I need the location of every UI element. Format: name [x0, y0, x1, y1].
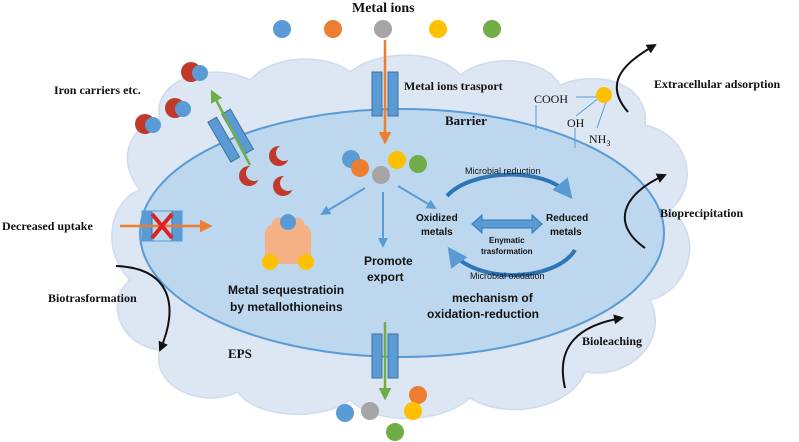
transport-channel-top	[371, 40, 399, 145]
mechanism-label-1: mechanism of	[452, 291, 534, 305]
arrow-to-sequestration	[320, 187, 366, 216]
arrow-to-redox	[397, 185, 437, 210]
adsorption-arrow	[615, 43, 657, 113]
biotransformation-label: Biotrasformation	[48, 291, 137, 305]
bioprecipitation-arrow	[624, 173, 667, 249]
enzymatic-label-1: Enymatic	[489, 236, 525, 245]
eps-label: EPS	[228, 346, 252, 361]
metal-ions-label: Metal ions	[352, 1, 415, 16]
promote-label-1: Promote	[364, 254, 413, 268]
bioprecipitation-label: Bioprecipitation	[660, 206, 743, 220]
oxidized-label-1: Oxidized	[416, 213, 458, 224]
iron-carriers-inside	[239, 145, 296, 196]
microbial-reduction-label: Microbial reduction	[465, 166, 541, 176]
adsorption-ligands	[535, 87, 612, 148]
redox-cycle	[445, 172, 577, 278]
ion-gray	[374, 20, 392, 38]
bioleaching-arrow	[561, 314, 624, 389]
adsorbed-ion	[596, 87, 612, 103]
iron-export-arrow	[210, 89, 252, 166]
microbial-oxidation-label: Microbial oxidation	[470, 271, 545, 281]
metallothionein-shape	[262, 214, 314, 270]
decreased-uptake-label: Decreased uptake	[2, 219, 93, 233]
cell-membrane	[139, 108, 665, 358]
biotransformation-arrow	[115, 265, 171, 352]
barrier-label: Barrier	[445, 113, 487, 128]
ion-blue	[273, 20, 291, 38]
reduced-label-1: Reduced	[546, 213, 588, 224]
central-ion-cluster	[342, 150, 427, 184]
bioleaching-label: Bioleaching	[582, 334, 642, 348]
ion-yellow	[429, 20, 447, 38]
promote-label-2: export	[367, 270, 404, 284]
iron-carriers-label: Iron carriers etc.	[54, 83, 141, 97]
mechanism-label-2: oxidation-reduction	[427, 307, 539, 321]
enzymatic-label-2: trasformation	[481, 247, 533, 256]
iron-carrier-channel	[207, 108, 255, 163]
metal-ions-top	[273, 20, 501, 38]
iron-carriers-outside	[135, 62, 208, 134]
oxidized-label-2: metals	[421, 227, 453, 238]
cooh-label: COOH	[534, 92, 568, 106]
oh-label: OH	[567, 116, 585, 130]
extracellular-adsorption-label: Extracellular adsorption	[654, 77, 780, 91]
sequestration-label-1: Metal sequestratioin	[228, 283, 344, 297]
metal-ions-transport-label: Metal ions trasport	[404, 79, 503, 93]
metal-ions-bottom	[336, 386, 427, 441]
nh3-label: NH3	[589, 132, 610, 148]
export-channel-bottom	[371, 322, 399, 401]
decreased-uptake-channel	[120, 210, 213, 242]
ion-orange	[324, 20, 342, 38]
sequestration-label-2: by metallothioneins	[230, 300, 343, 314]
ion-green	[483, 20, 501, 38]
reduced-label-2: metals	[550, 227, 582, 238]
